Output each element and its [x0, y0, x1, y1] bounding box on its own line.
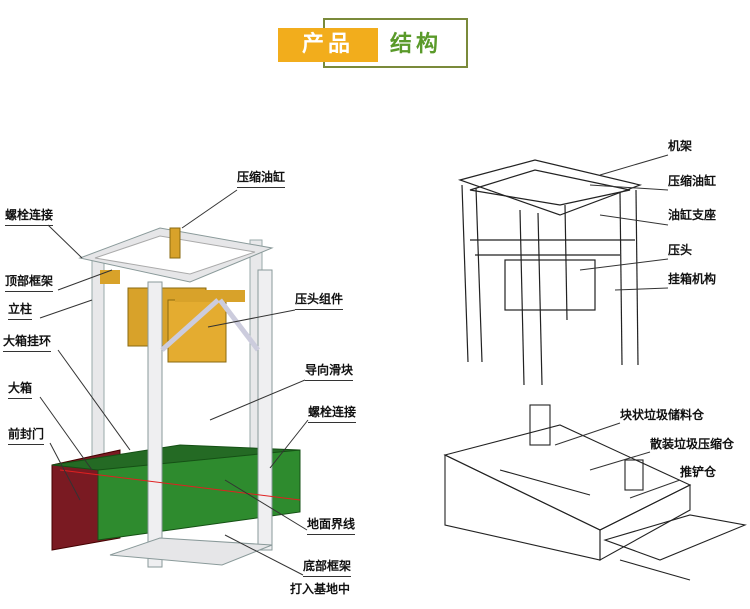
label-press-head: 压头: [668, 243, 693, 257]
label-compression-cylinder: 压缩油缸: [237, 168, 286, 188]
label-bolt-connection-top: 螺栓连接: [5, 206, 54, 226]
label-press-head-assembly: 压头组件: [295, 290, 344, 310]
label-box-hanging-ring: 大箱挂环: [3, 332, 52, 352]
label-rack: 机架: [668, 139, 693, 153]
header-title-part1: 产品: [278, 28, 378, 62]
header-title-part2: 结构: [390, 32, 443, 57]
right-frame-illustration: [457, 159, 643, 386]
right-top-leader-lines: [579, 154, 669, 291]
label-ground-line: 地面界线: [307, 515, 356, 535]
label-bolt-connection-bottom: 螺栓连接: [308, 403, 357, 423]
label-driven-into-foundation: 打入基地中: [290, 582, 351, 596]
label-push-shovel-bin: 推铲仓: [680, 465, 717, 479]
right-bottom-leader-lines: [554, 422, 681, 499]
label-bottom-frame: 底部框架: [303, 557, 352, 577]
label-box-hanging-mechanism: 挂箱机构: [668, 272, 717, 286]
left-leader-lines: [39, 189, 309, 576]
label-bulk-waste-compression: 散装垃圾压缩仓: [650, 437, 735, 451]
label-big-box: 大箱: [8, 379, 33, 399]
right-compactor-illustration: [443, 404, 747, 581]
left-machine-illustration: [51, 227, 301, 568]
label-guide-slider: 导向滑块: [305, 361, 354, 381]
label-top-frame: 顶部框架: [5, 272, 54, 292]
label-compression-cylinder-right: 压缩油缸: [668, 174, 717, 188]
label-front-door: 前封门: [8, 425, 45, 445]
label-column: 立柱: [8, 300, 33, 320]
label-block-waste-storage: 块状垃圾储料仓: [620, 408, 705, 422]
label-cylinder-support: 油缸支座: [668, 208, 717, 222]
